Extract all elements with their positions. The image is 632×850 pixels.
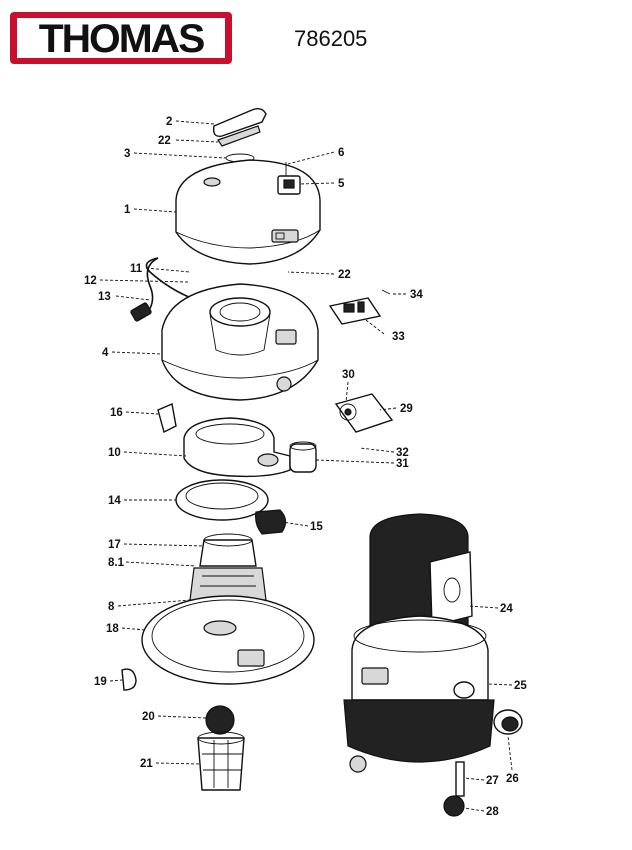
callout-16: 16 (110, 407, 123, 419)
part-bracket (157, 403, 177, 434)
part-caster (443, 761, 465, 817)
callout-17: 17 (108, 539, 121, 551)
callout-33: 33 (392, 331, 405, 343)
part-motor-housing (161, 283, 319, 401)
callout-3: 3 (124, 148, 130, 160)
part-base-plate (141, 595, 315, 685)
logo-frame: THOMAS (17, 17, 225, 61)
part-motor (189, 533, 267, 608)
part-float-ball (205, 705, 235, 735)
callout-25: 25 (514, 680, 527, 692)
thomas-logo: THOMAS (10, 12, 232, 64)
part-filter-bag (369, 513, 473, 649)
callout-21: 21 (140, 758, 153, 770)
callout-15: 15 (310, 521, 323, 533)
callout-32: 32 (396, 447, 409, 459)
part-capacitor (289, 441, 317, 473)
callout-27: 27 (486, 775, 499, 787)
model-number: 786205 (294, 26, 368, 51)
callout-2: 2 (166, 116, 172, 128)
callout-1: 1 (124, 204, 131, 216)
callout-29: 29 (400, 403, 413, 415)
callout-10: 10 (108, 447, 121, 459)
part-gasket-plate (334, 393, 394, 433)
callout-12: 12 (84, 275, 97, 287)
part-filter-basket (197, 731, 245, 791)
part-seal-ring (175, 479, 287, 535)
part-control-board (328, 289, 391, 325)
callout-18: 18 (106, 623, 119, 635)
callout-26: 26 (506, 773, 519, 785)
callout-11: 11 (130, 263, 143, 275)
part-hose-adapter (493, 709, 523, 735)
callout-34: 34 (410, 289, 423, 301)
callout-5: 5 (338, 178, 345, 190)
callout-22-top: 22 (158, 135, 171, 147)
part-clip (121, 668, 137, 691)
callout-13: 13 (98, 291, 111, 303)
callout-4: 4 (102, 347, 109, 359)
callout-30: 30 (342, 369, 355, 381)
part-motor-mount (183, 417, 291, 478)
callout-31: 31 (396, 458, 409, 470)
callout-8-1: 8.1 (108, 557, 125, 569)
part-switch (277, 162, 301, 195)
logo-text: THOMAS (38, 17, 206, 61)
part-handle (212, 107, 267, 163)
callout-24: 24 (500, 603, 513, 615)
callout-labels: 2 22 3 6 5 1 11 12 22 34 13 33 4 30 29 1… (84, 116, 527, 818)
callout-19: 19 (94, 676, 107, 688)
leader-lines (99, 120, 513, 812)
callout-14: 14 (108, 495, 121, 507)
callout-28: 28 (486, 806, 499, 818)
part-tank (343, 615, 495, 773)
callout-20: 20 (142, 711, 155, 723)
callout-6: 6 (338, 147, 344, 159)
callout-22-mid: 22 (338, 269, 351, 281)
callout-8: 8 (108, 601, 115, 613)
